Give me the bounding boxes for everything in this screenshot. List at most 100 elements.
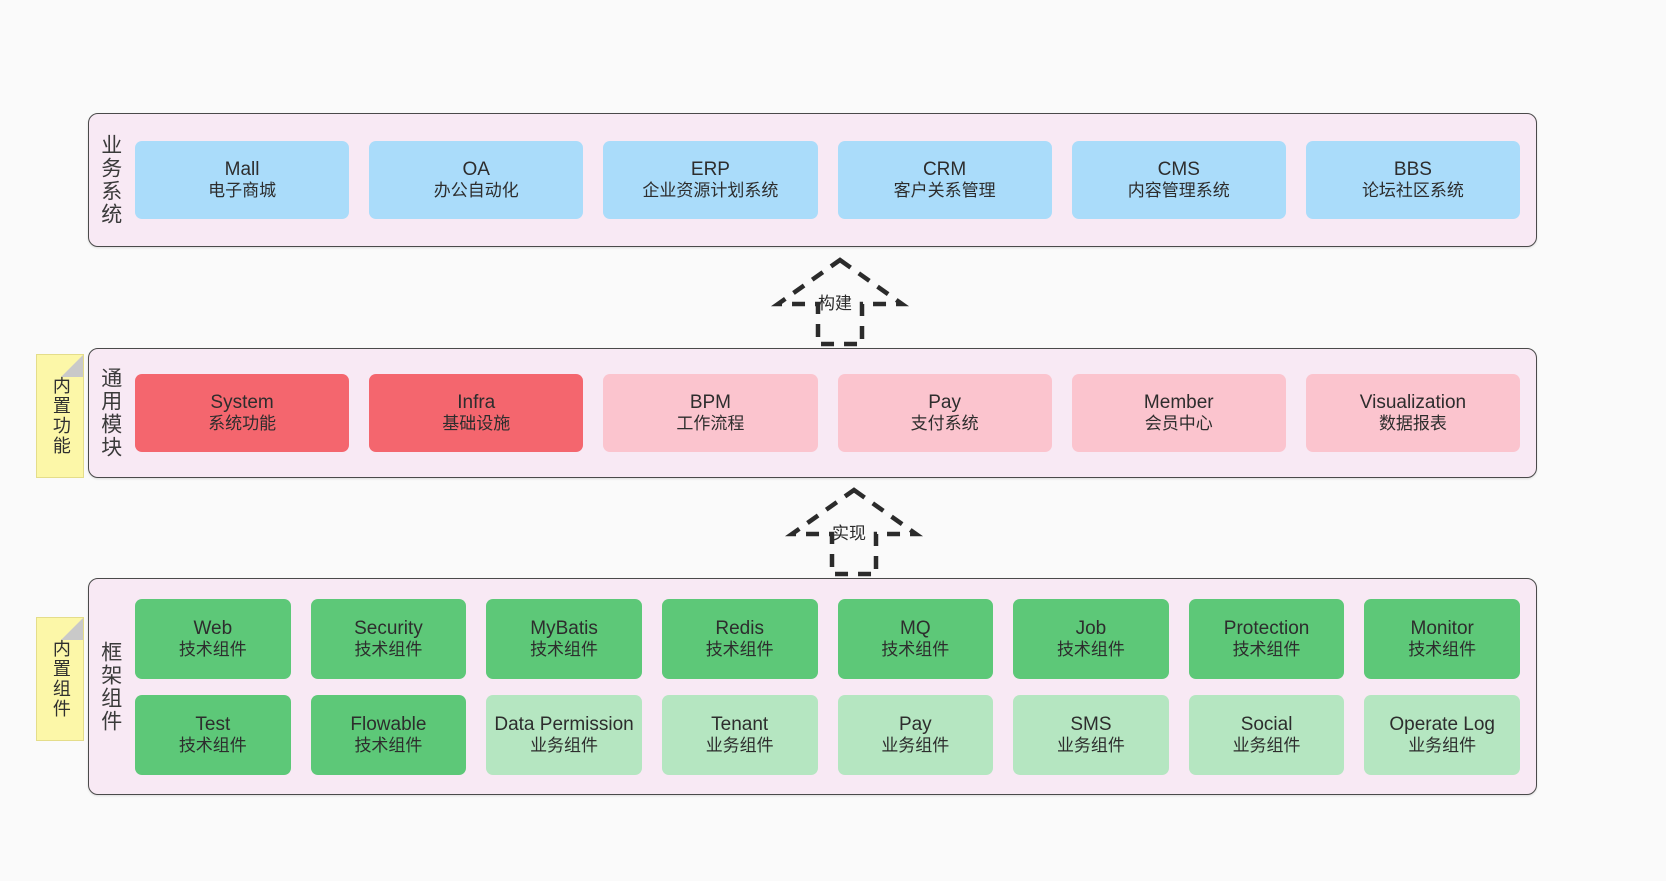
card-subtitle: 技术组件 bbox=[178, 639, 247, 659]
card-subtitle: 支付系统 bbox=[910, 414, 979, 434]
card-subtitle: 系统功能 bbox=[208, 414, 277, 434]
connector-label-build: 构建 bbox=[818, 294, 852, 313]
card-bbs[interactable]: BBS 论坛社区系统 bbox=[1305, 141, 1521, 219]
card-title: MQ bbox=[900, 617, 931, 639]
card-sms[interactable]: SMS 业务组件 bbox=[1013, 694, 1169, 775]
card-erp[interactable]: ERP 企业资源计划系统 bbox=[603, 141, 818, 219]
card-subtitle: 技术组件 bbox=[354, 639, 423, 659]
card-title: Operate Log bbox=[1389, 713, 1495, 735]
card-title: Social bbox=[1240, 713, 1293, 735]
card-subtitle: 技术组件 bbox=[1232, 639, 1301, 659]
card-subtitle: 业务组件 bbox=[1232, 735, 1301, 755]
layer-title-business-systems: 业务系统 bbox=[98, 134, 122, 226]
card-data-permission[interactable]: Data Permission 业务组件 bbox=[486, 694, 642, 775]
card-title: Pay bbox=[928, 392, 961, 414]
card-subtitle: 数据报表 bbox=[1378, 414, 1447, 434]
connector-implement: 实现 bbox=[766, 486, 942, 578]
card-web[interactable]: Web 技术组件 bbox=[135, 598, 291, 679]
card-row: Web 技术组件 Security 技术组件 MyBatis 技术组件 Redi… bbox=[135, 598, 1520, 679]
card-mybatis[interactable]: MyBatis 技术组件 bbox=[486, 598, 642, 679]
card-title: CMS bbox=[1157, 159, 1200, 181]
card-mall[interactable]: Mall 电子商城 bbox=[135, 141, 350, 219]
card-subtitle: 客户关系管理 bbox=[893, 181, 996, 201]
card-subtitle: 业务组件 bbox=[530, 735, 599, 755]
card-subtitle: 业务组件 bbox=[1056, 735, 1125, 755]
card-title: Visualization bbox=[1359, 392, 1467, 414]
connector-build: 构建 bbox=[752, 256, 928, 348]
card-subtitle: 内容管理系统 bbox=[1127, 181, 1230, 201]
sticky-note-builtin-components: 内置组件 bbox=[36, 617, 84, 741]
card-title: BPM bbox=[689, 392, 732, 414]
card-tenant[interactable]: Tenant 业务组件 bbox=[661, 694, 818, 775]
card-security[interactable]: Security 技术组件 bbox=[310, 598, 467, 679]
card-title: Infra bbox=[457, 392, 496, 414]
card-subtitle: 论坛社区系统 bbox=[1361, 181, 1464, 201]
card-protection[interactable]: Protection 技术组件 bbox=[1188, 598, 1345, 679]
card-subtitle: 会员中心 bbox=[1144, 414, 1213, 434]
card-row: System 系统功能 Infra 基础设施 BPM 工作流程 Pay 支付系统… bbox=[135, 374, 1521, 452]
card-subtitle: 业务组件 bbox=[1408, 735, 1477, 755]
card-title: Redis bbox=[715, 617, 764, 639]
card-title: Mall bbox=[224, 159, 260, 181]
card-subtitle: 企业资源计划系统 bbox=[642, 181, 779, 201]
card-operate-log[interactable]: Operate Log 业务组件 bbox=[1364, 694, 1520, 775]
card-title: Tenant bbox=[711, 713, 769, 735]
card-title: ERP bbox=[690, 159, 730, 181]
card-row: Mall 电子商城 OA 办公自动化 ERP 企业资源计划系统 CRM 客户关系… bbox=[135, 141, 1521, 219]
card-subtitle: 基础设施 bbox=[442, 414, 511, 434]
card-social[interactable]: Social 业务组件 bbox=[1188, 694, 1345, 775]
layer-title-framework-components: 框架组件 bbox=[98, 640, 122, 733]
card-title: Pay bbox=[898, 713, 932, 735]
card-mq[interactable]: MQ 技术组件 bbox=[837, 598, 994, 679]
card-subtitle: 业务组件 bbox=[705, 735, 774, 755]
layer-framework-components: 框架组件 Web 技术组件 Security 技术组件 MyBatis 技术组件… bbox=[88, 578, 1537, 795]
card-subtitle: 技术组件 bbox=[705, 639, 774, 659]
card-title: Job bbox=[1075, 617, 1107, 639]
card-infra[interactable]: Infra 基础设施 bbox=[369, 374, 584, 452]
card-grid-business-systems: Mall 电子商城 OA 办公自动化 ERP 企业资源计划系统 CRM 客户关系… bbox=[131, 141, 1536, 219]
card-redis[interactable]: Redis 技术组件 bbox=[661, 598, 818, 679]
connector-label-implement: 实现 bbox=[832, 524, 866, 543]
card-crm[interactable]: CRM 客户关系管理 bbox=[837, 141, 1052, 219]
card-title: Protection bbox=[1223, 617, 1310, 639]
card-subtitle: 技术组件 bbox=[178, 735, 247, 755]
card-test[interactable]: Test 技术组件 bbox=[135, 694, 291, 775]
card-grid-framework-components: Web 技术组件 Security 技术组件 MyBatis 技术组件 Redi… bbox=[131, 598, 1536, 775]
layer-business-systems: 业务系统 Mall 电子商城 OA 办公自动化 ERP 企业资源计划系统 CRM… bbox=[88, 113, 1537, 247]
card-subtitle: 技术组件 bbox=[530, 639, 599, 659]
card-title: BBS bbox=[1393, 159, 1432, 181]
card-title: System bbox=[210, 392, 274, 414]
card-flowable[interactable]: Flowable 技术组件 bbox=[310, 694, 467, 775]
sticky-note-builtin-features: 内置功能 bbox=[36, 354, 84, 478]
card-title: Data Permission bbox=[494, 713, 634, 735]
card-pay-business[interactable]: Pay 业务组件 bbox=[837, 694, 994, 775]
card-system[interactable]: System 系统功能 bbox=[135, 374, 350, 452]
card-title: SMS bbox=[1070, 713, 1112, 735]
card-subtitle: 技术组件 bbox=[1056, 639, 1125, 659]
card-visualization[interactable]: Visualization 数据报表 bbox=[1305, 374, 1521, 452]
card-bpm[interactable]: BPM 工作流程 bbox=[603, 374, 818, 452]
card-cms[interactable]: CMS 内容管理系统 bbox=[1071, 141, 1286, 219]
card-title: MyBatis bbox=[530, 617, 598, 639]
card-job[interactable]: Job 技术组件 bbox=[1013, 598, 1169, 679]
card-subtitle: 技术组件 bbox=[881, 639, 950, 659]
card-title: Flowable bbox=[350, 713, 427, 735]
card-title: Security bbox=[354, 617, 423, 639]
card-row: Test 技术组件 Flowable 技术组件 Data Permission … bbox=[135, 694, 1520, 775]
card-subtitle: 电子商城 bbox=[208, 181, 277, 201]
card-pay[interactable]: Pay 支付系统 bbox=[837, 374, 1052, 452]
card-subtitle: 技术组件 bbox=[1408, 639, 1477, 659]
card-subtitle: 工作流程 bbox=[676, 414, 745, 434]
card-subtitle: 办公自动化 bbox=[433, 181, 519, 201]
card-subtitle: 技术组件 bbox=[354, 735, 423, 755]
card-title: CRM bbox=[922, 159, 967, 181]
card-title: Web bbox=[193, 617, 233, 639]
card-member[interactable]: Member 会员中心 bbox=[1071, 374, 1286, 452]
card-oa[interactable]: OA 办公自动化 bbox=[369, 141, 584, 219]
card-grid-common-modules: System 系统功能 Infra 基础设施 BPM 工作流程 Pay 支付系统… bbox=[131, 374, 1536, 452]
layer-common-modules: 通用模块 System 系统功能 Infra 基础设施 BPM 工作流程 Pay… bbox=[88, 348, 1537, 478]
card-monitor[interactable]: Monitor 技术组件 bbox=[1364, 598, 1520, 679]
card-title: Monitor bbox=[1410, 617, 1474, 639]
card-title: OA bbox=[462, 159, 490, 181]
